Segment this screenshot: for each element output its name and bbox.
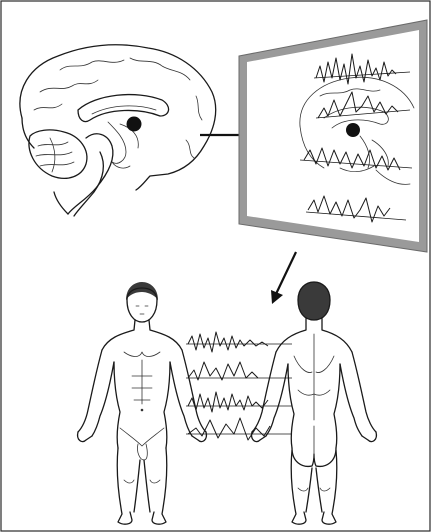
brain-sagittal-icon — [20, 45, 216, 216]
arrow-down-left-icon — [271, 252, 296, 304]
body-waveforms — [186, 332, 292, 440]
human-front-icon — [78, 282, 207, 524]
human-back-icon — [252, 282, 377, 524]
recording-display-panel — [239, 20, 427, 252]
